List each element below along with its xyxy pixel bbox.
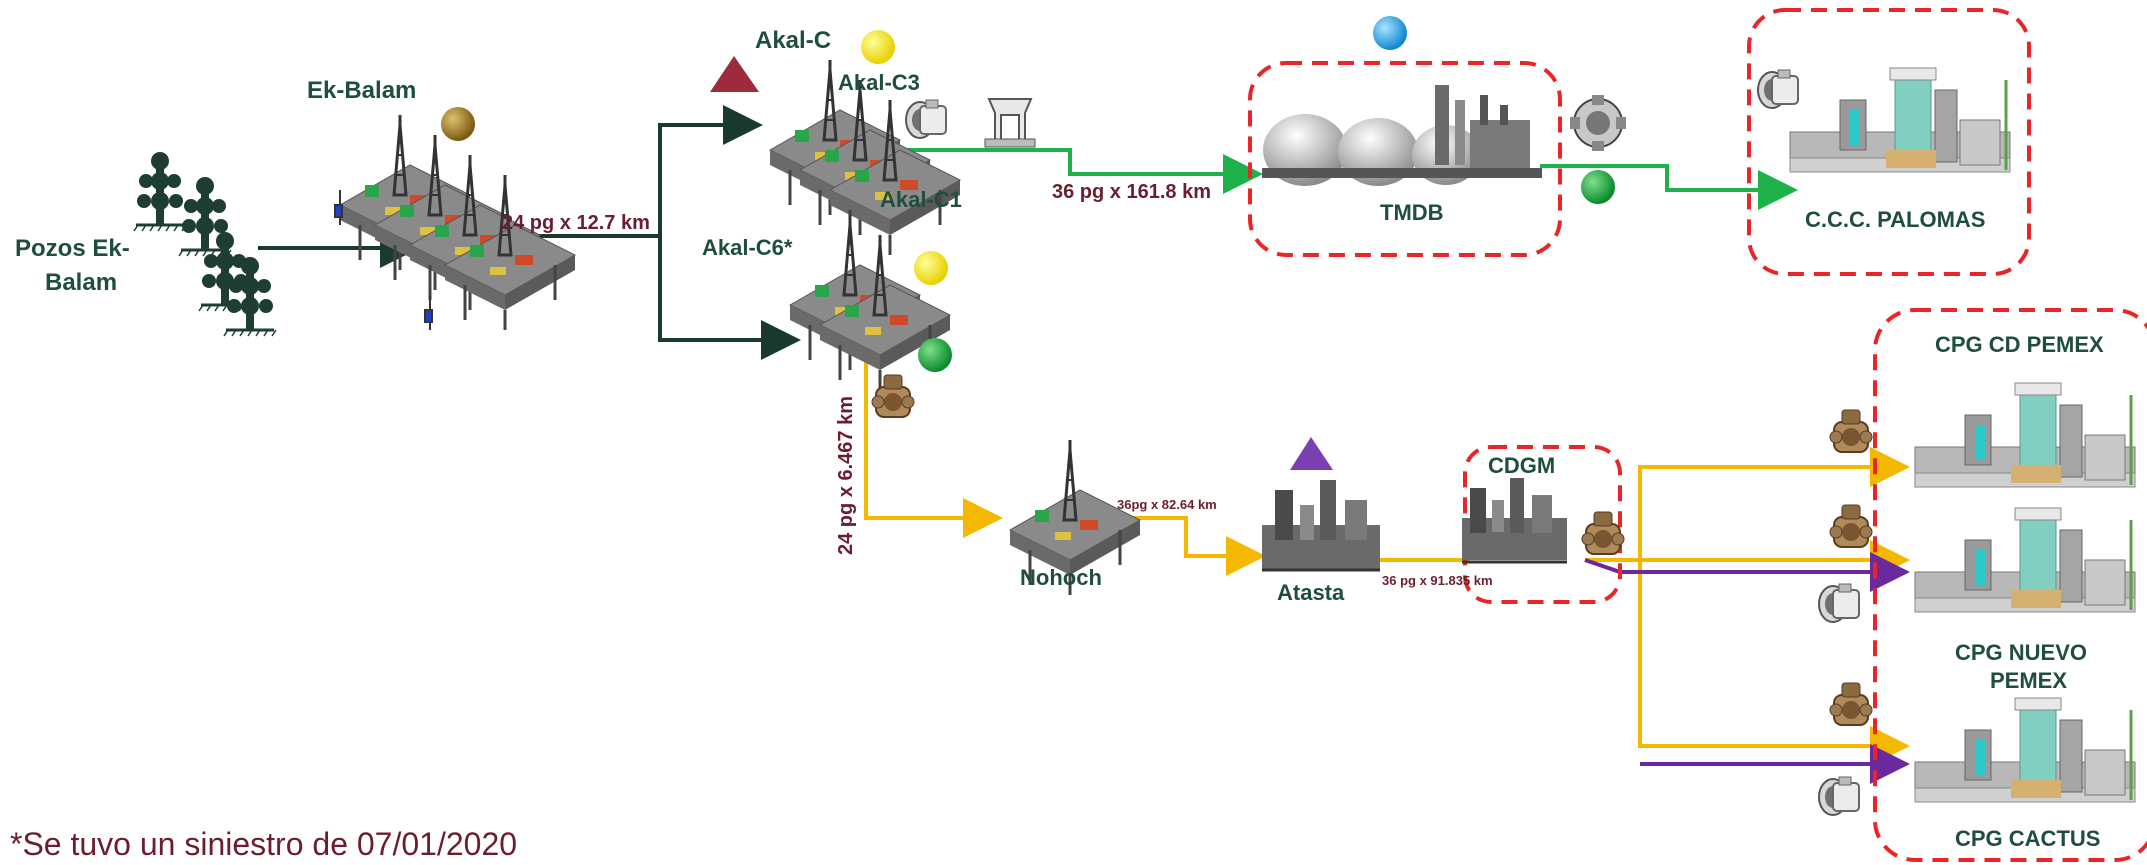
pipe-ekbalam-to-akal [510,105,763,238]
cdgm-label: CDGM [1488,453,1555,478]
meter-brown-icon [1829,504,1873,548]
akal-c1-label: Akal-C1 [880,187,962,212]
footnote: *Se tuvo un siniestro de 07/01/2020 [10,826,518,862]
tmdb-box [1248,61,1562,257]
meter-brown-icon [1581,511,1625,555]
cpg-cd-label: CPG CD PEMEX [1935,332,2104,357]
pipe-akalc6-to-nohoch [864,350,1003,538]
pipe-label-atasta-cdgm: 36 pg x 91.835 km [1382,573,1493,588]
cpg-cactus-label: CPG CACTUS [1955,826,2100,851]
pipe-label-ek-akal: 24 pg x 12.7 km [502,212,650,234]
pipe-label-nohoch-atasta: 36pg x 82.64 km [1117,497,1217,512]
pipelines [258,105,1910,784]
status-dot-green-icon [918,338,952,372]
pipe-label-akal-tmdb: 36 pg x 161.8 km [1052,181,1211,203]
cpg-nuevo-label-line1: CPG NUEVO [1955,640,2087,665]
cpg-cactus-plant-icon [1913,696,2137,804]
palomas-box [1747,8,2031,276]
cpg-nuevo-label-line2: PEMEX [1990,668,2067,693]
pipe-label-akal-nohoch: 24 pg x 6.467 km [835,396,857,555]
status-dot-yellow-icon [861,30,895,64]
wells-icon [132,150,278,338]
cpg-group-box [1873,308,2147,862]
status-dot-green-icon [1581,170,1615,204]
pipe-ekbalam-to-akalc6 [658,236,801,360]
meter-brown-icon [871,374,915,418]
nohoch-label: Nohoch [1020,565,1102,590]
ek-balam-label: Ek-Balam [307,77,416,104]
meter-brown-icon [1829,682,1873,726]
pipe-nohoch-to-atasta [1113,516,1266,576]
cdgm-facility-icon [1462,478,1567,564]
pipe-akal-to-tmdb [880,148,1263,194]
meter-gray-icon [1818,776,1860,816]
akal-c6-label: Akal-C6* [702,235,793,260]
meter-gray-icon [1757,69,1799,109]
coriolis-meter-icon [984,98,1036,148]
akal-c-label: Akal-C [755,27,831,54]
status-dot-blue-icon [1373,16,1407,50]
palomas-plant-icon [1788,66,2012,174]
ultrasonic-meter-icon [1570,95,1626,151]
ek-balam-platform-icon [334,113,577,332]
meter-gray-icon [1818,583,1860,623]
pozos-label-line2: Balam [45,269,117,296]
cpg-nuevo-plant-icon [1913,506,2137,614]
pipe-cdgm-to-cpg-cactus [1638,560,1910,766]
meter-gray-icon [905,99,947,139]
status-dot-yellow-icon [914,251,948,285]
palomas-label: C.C.C. PALOMAS [1805,207,1985,232]
triangle-purple-icon [1290,437,1333,470]
status-dot-gold-icon [441,107,475,141]
meter-brown-icon [1829,409,1873,453]
pipe-tmdb-to-palomas [1540,164,1798,210]
pipe-cdgm-to-cpg-cd [1585,447,1910,562]
atasta-facility-icon [1262,480,1380,572]
tmdb-label: TMDB [1380,200,1444,225]
atasta-label: Atasta [1277,580,1345,605]
triangle-red-icon [710,56,759,92]
pozos-label-line1: Pozos Ek- [15,235,130,262]
tmdb-facility-icon [1262,85,1542,186]
akal-c3-label: Akal-C3 [838,70,920,95]
cpg-cd-plant-icon [1913,381,2137,489]
